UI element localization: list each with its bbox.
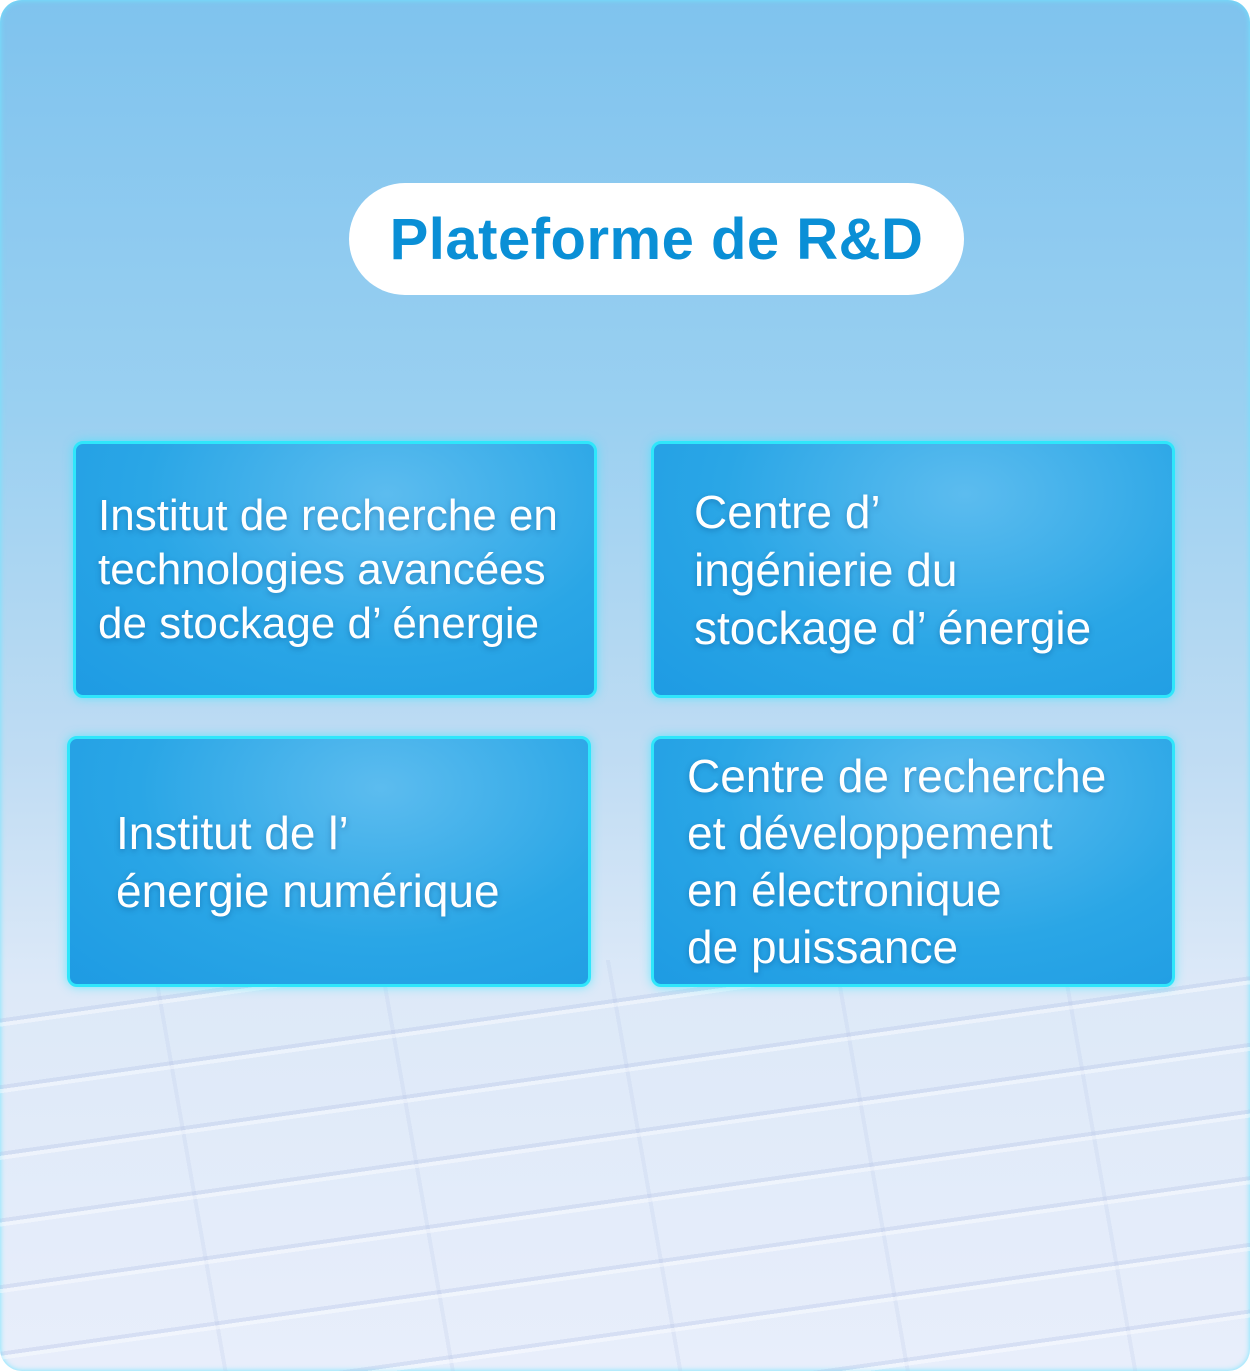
card-line: de stockage d’ énergie <box>98 598 540 648</box>
card-line: Centre d’ <box>694 485 881 538</box>
card-line: énergie numérique <box>116 864 500 917</box>
card-line: ingénierie du <box>694 543 958 596</box>
card-line: Centre de recherche <box>687 749 1107 802</box>
card-line: et développement <box>687 806 1053 859</box>
card-storage-engineering-center: Centre d’ ingénierie du stockage d’ éner… <box>651 441 1175 698</box>
page-title: Plateforme de R&D <box>389 206 924 272</box>
card-line: en électronique <box>687 863 1002 916</box>
card-line: Institut de recherche en <box>98 490 558 540</box>
card-digital-energy-institute: Institut de l’ énergie numérique <box>67 736 591 987</box>
card-line: de puissance <box>687 920 959 973</box>
card-line: Institut de l’ <box>116 806 349 859</box>
card-power-electronics-center: Centre de recherche et développement en … <box>651 736 1175 987</box>
card-line: stockage d’ énergie <box>694 601 1092 654</box>
card-advanced-storage-institute: Institut de recherche en technologies av… <box>73 441 597 698</box>
tiled-floor-background <box>0 960 1250 1371</box>
card-line: technologies avancées <box>98 544 546 594</box>
title-pill: Plateforme de R&D <box>349 183 964 295</box>
